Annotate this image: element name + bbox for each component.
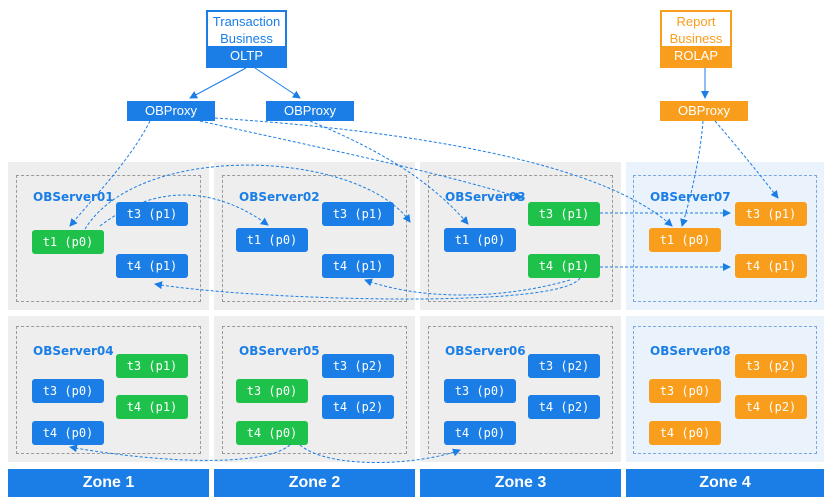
observer01: OBServer01 t3 (p1) t1 (p0) t4 (p1): [16, 175, 201, 302]
partition-t3-p1-leader: t3 (p1): [528, 202, 600, 226]
transaction-title-line1: Transaction: [212, 14, 281, 29]
partition-t4-p1-leader: t4 (p1): [116, 395, 188, 419]
partition-t3-p2: t3 (p2): [322, 354, 394, 378]
observer04: OBServer04 t3 (p1) t3 (p0) t4 (p1) t4 (p…: [16, 326, 201, 454]
partition-t3-p0: t3 (p0): [32, 379, 104, 403]
report-business-box: Report Business ROLAP: [660, 10, 732, 68]
partition-t4-p0: t4 (p0): [649, 421, 721, 445]
partition-t3-p2: t3 (p2): [735, 354, 807, 378]
partition-t3-p1-leader: t3 (p1): [116, 354, 188, 378]
report-title-line1: Report: [676, 14, 716, 29]
partition-t1-p0: t1 (p0): [649, 228, 721, 252]
server-name: OBServer02: [239, 190, 320, 204]
partition-t4-p0: t4 (p0): [32, 421, 104, 445]
partition-t4-p1: t4 (p1): [735, 254, 807, 278]
partition-t3-p1: t3 (p1): [116, 202, 188, 226]
partition-t3-p0: t3 (p0): [649, 379, 721, 403]
zone-2-label: Zone 2: [214, 469, 415, 497]
obproxy-3: OBProxy: [660, 101, 748, 121]
partition-t4-p0-leader: t4 (p0): [236, 421, 308, 445]
zone-3-label: Zone 3: [420, 469, 621, 497]
partition-t3-p1: t3 (p1): [735, 202, 807, 226]
observer02: OBServer02 t1 (p0) t3 (p1) t4 (p1): [222, 175, 407, 302]
arrow-oltp-to-proxy1: [189, 67, 247, 99]
zone-1-label: Zone 1: [8, 469, 209, 497]
zone-4-label: Zone 4: [626, 469, 824, 497]
server-name: OBServer04: [33, 344, 114, 358]
rolap-label: ROLAP: [662, 46, 730, 66]
server-name: OBServer01: [33, 190, 114, 204]
arrow-oltp-to-proxy2: [254, 67, 301, 99]
partition-t4-p1: t4 (p1): [116, 254, 188, 278]
observer07: OBServer07 t3 (p1) t1 (p0) t4 (p1): [633, 175, 817, 302]
partition-t1-p0-leader: t1 (p0): [32, 230, 104, 254]
transaction-business-box: Transaction Business OLTP: [206, 10, 287, 68]
observer05: OBServer05 t3 (p2) t3 (p0) t4 (p2) t4 (p…: [222, 326, 407, 454]
partition-t4-p2: t4 (p2): [528, 395, 600, 419]
report-title-line2: Business: [669, 31, 723, 46]
partition-t4-p2: t4 (p2): [322, 395, 394, 419]
server-name: OBServer07: [650, 190, 731, 204]
server-name: OBServer03: [445, 190, 526, 204]
partition-t1-p0: t1 (p0): [236, 228, 308, 252]
partition-t1-p0: t1 (p0): [444, 228, 516, 252]
oltp-label: OLTP: [208, 46, 285, 66]
server-name: OBServer08: [650, 344, 731, 358]
partition-t4-p0: t4 (p0): [444, 421, 516, 445]
partition-t4-p1: t4 (p1): [322, 254, 394, 278]
observer06: OBServer06 t3 (p2) t3 (p0) t4 (p2) t4 (p…: [428, 326, 613, 454]
obproxy-2: OBProxy: [266, 101, 354, 121]
partition-t3-p0-leader: t3 (p0): [236, 379, 308, 403]
transaction-title-line2: Business: [220, 31, 273, 46]
partition-t4-p1-leader: t4 (p1): [528, 254, 600, 278]
server-name: OBServer06: [445, 344, 526, 358]
partition-t4-p2: t4 (p2): [735, 395, 807, 419]
partition-t3-p1: t3 (p1): [322, 202, 394, 226]
obproxy-1: OBProxy: [127, 101, 215, 121]
server-name: OBServer05: [239, 344, 320, 358]
observer03: OBServer03 t3 (p1) t1 (p0) t4 (p1): [428, 175, 613, 302]
observer08: OBServer08 t3 (p2) t3 (p0) t4 (p2) t4 (p…: [633, 326, 817, 454]
partition-t3-p2: t3 (p2): [528, 354, 600, 378]
partition-t3-p0: t3 (p0): [444, 379, 516, 403]
